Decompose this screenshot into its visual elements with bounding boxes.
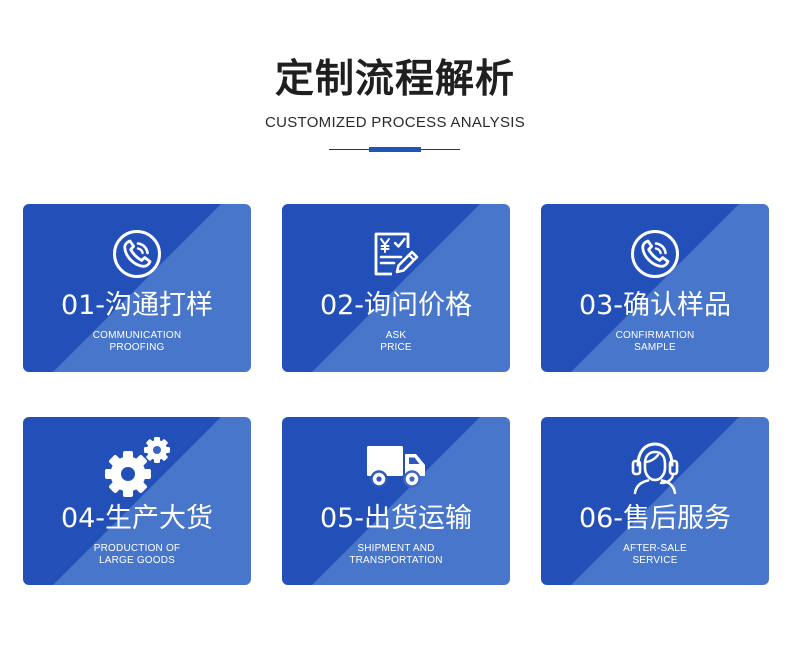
card-title: 06-售后服务 [578,503,732,534]
card-description-line: CONFIRMATION [615,330,695,341]
process-card-shipment: 05-出货运输 SHIPMENT AND TRANSPORTATION [282,417,510,585]
card-description-line: TRANSPORTATION [349,555,443,566]
card-title: 03-确认样品 [578,290,732,321]
card-description: AFTER-SALE SERVICE [541,543,769,567]
card-description-line: PRICE [380,342,412,353]
gears-icon [23,437,251,497]
card-description: PRODUCTION OF LARGE GOODS [23,543,251,567]
card-description-line: SAMPLE [634,342,676,353]
card-description-line: LARGE GOODS [98,555,176,566]
card-title: 04-生产大货 [60,503,214,534]
card-description-line: ASK [385,330,407,341]
page-subtitle: CUSTOMIZED PROCESS ANALYSIS [264,114,526,131]
customer-service-icon [541,439,769,495]
price-document-icon [282,226,510,282]
card-description-line: PRODUCTION OF [93,543,181,554]
process-card-production: 04-生产大货 PRODUCTION OF LARGE GOODS [23,417,251,585]
card-description-line: PROOFING [109,342,165,353]
card-description: CONFIRMATION SAMPLE [541,330,769,354]
title-divider-accent [369,147,421,152]
card-title: 01-沟通打样 [60,290,214,321]
card-description-line: COMMUNICATION [92,330,182,341]
phone-icon [541,226,769,282]
card-title: 05-出货运输 [319,503,473,534]
truck-icon [282,439,510,495]
card-description: ASK PRICE [282,330,510,354]
card-description-line: SHIPMENT AND [357,543,435,554]
card-description-line: AFTER-SALE [623,543,687,554]
process-card-confirm-sample: 03-确认样品 CONFIRMATION SAMPLE [541,204,769,372]
card-description: SHIPMENT AND TRANSPORTATION [282,543,510,567]
page-title: 定制流程解析 [274,57,515,102]
card-description-line: SERVICE [632,555,678,566]
process-card-communication: 01-沟通打样 COMMUNICATION PROOFING [23,204,251,372]
section-header: 定制流程解析 CUSTOMIZED PROCESS ANALYSIS [0,0,790,170]
process-card-ask-price: 02-询问价格 ASK PRICE [282,204,510,372]
process-card-after-sale: 06-售后服务 AFTER-SALE SERVICE [541,417,769,585]
card-title: 02-询问价格 [319,290,473,321]
card-description: COMMUNICATION PROOFING [23,330,251,354]
phone-icon [23,226,251,282]
